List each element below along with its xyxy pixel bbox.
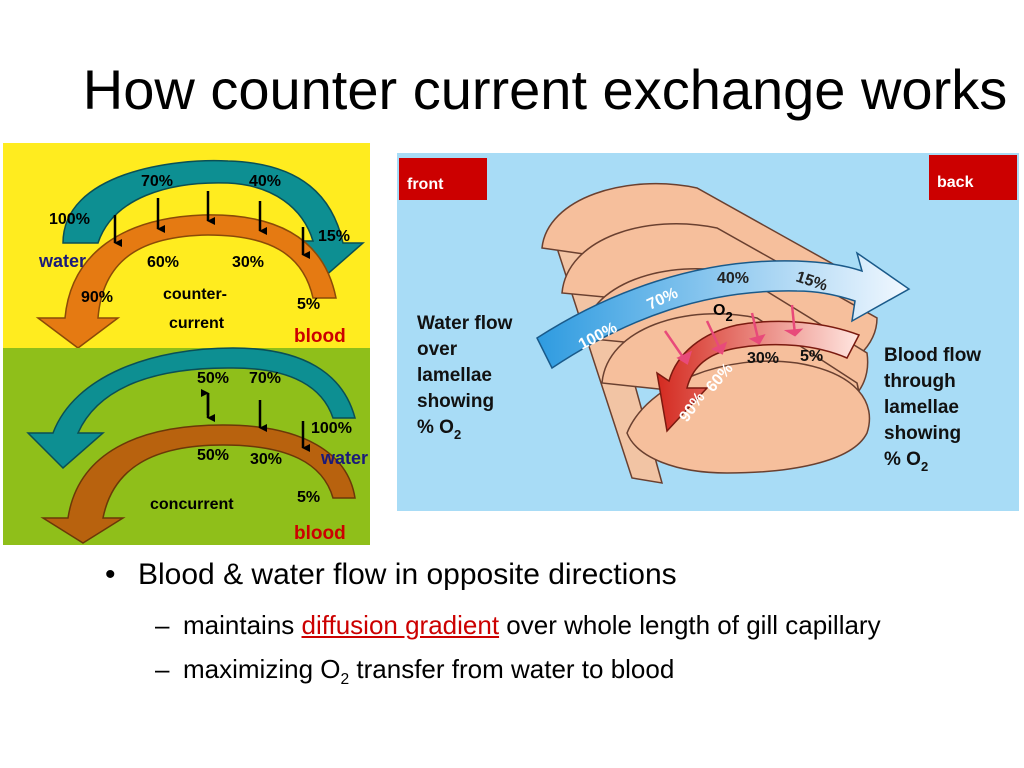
- water-pct-15: 15%: [318, 228, 350, 245]
- blood-pct-60: 60%: [147, 254, 179, 271]
- diffusion-arrows: [113, 191, 310, 259]
- water-pct-70: 70%: [141, 173, 173, 190]
- svg-text:Blood flow: Blood flow: [884, 345, 981, 366]
- water-flow-caption: Water flow over lamellae showing % O2: [417, 313, 513, 442]
- concurrent-blood-pct-30: 30%: [250, 451, 282, 468]
- water-pct-40: 40%: [717, 270, 749, 287]
- gill-lamellae-diagram: front back 100% 70% 40% 15% O2 90% 60% 3…: [397, 153, 1019, 511]
- bullet-dash: –: [155, 610, 170, 640]
- concurrent-water-label: water: [320, 448, 368, 468]
- back-label: back: [937, 174, 974, 191]
- o2-diffusion-arrows: [663, 304, 804, 365]
- exchange-comparison-diagram: 70% 40% 100% 15% water 60% 30% 90% count…: [3, 143, 370, 545]
- diffusion-gradient-link[interactable]: diffusion gradient: [301, 610, 500, 640]
- concurrent-water-pct-50: 50%: [197, 370, 229, 387]
- bullet-list: •Blood & water flow in opposite directio…: [105, 556, 1005, 707]
- blood-arrow: [35, 214, 337, 349]
- blood-pct-30: 30%: [747, 350, 779, 367]
- concurrent-blood-label: blood: [294, 523, 346, 544]
- concurrent-blood-pct-5: 5%: [297, 489, 320, 506]
- water-pct-100: 100%: [49, 211, 90, 228]
- front-label: front: [407, 176, 444, 193]
- concurrent-label: concurrent: [150, 496, 234, 513]
- water-pct-40: 40%: [249, 173, 281, 190]
- svg-text:showing: showing: [417, 391, 494, 412]
- svg-text:showing: showing: [884, 423, 961, 444]
- bullet-sub-1: –maintains diffusion gradient over whole…: [155, 610, 881, 640]
- water-flow-arrow: [536, 251, 911, 370]
- bullet-dot: •: [105, 558, 116, 591]
- bullet-main: •Blood & water flow in opposite directio…: [105, 556, 1005, 594]
- svg-text:over: over: [417, 339, 458, 360]
- bullet-dash: –: [155, 654, 170, 684]
- water-arrow: [62, 159, 365, 279]
- blood-flow-caption: Blood flow through lamellae showing % O2: [884, 345, 981, 474]
- counter-current-label-1: counter-: [163, 286, 227, 303]
- concurrent-water-pct-100: 100%: [311, 420, 352, 437]
- concurrent-diffusion-arrows: [201, 389, 310, 452]
- svg-text:through: through: [884, 371, 956, 392]
- concurrent-water-pct-70: 70%: [249, 370, 281, 387]
- blood-label: blood: [294, 326, 346, 347]
- water-label: water: [38, 251, 86, 271]
- svg-text:% O2: % O2: [884, 449, 928, 474]
- svg-text:Water flow: Water flow: [417, 313, 513, 334]
- blood-pct-5: 5%: [800, 348, 823, 365]
- front-tag: [399, 158, 487, 200]
- svg-text:lamellae: lamellae: [417, 365, 492, 386]
- concurrent-blood-arrow: [40, 424, 356, 544]
- blood-pct-30: 30%: [232, 254, 264, 271]
- concurrent-blood-pct-50: 50%: [197, 447, 229, 464]
- svg-text:% O2: % O2: [417, 417, 461, 442]
- blood-flow-arrow: [655, 320, 861, 433]
- concurrent-water-arrow: [26, 347, 356, 470]
- o2-label: O2: [713, 302, 733, 324]
- back-tag: [929, 155, 1017, 200]
- blood-pct-90: 90%: [81, 289, 113, 306]
- counter-current-label-2: current: [169, 315, 225, 332]
- slide-title: How counter current exchange works: [82, 58, 1008, 121]
- blood-pct-5: 5%: [297, 296, 320, 313]
- bullet-sub-2: –maximizing O2 transfer from water to bl…: [155, 654, 675, 689]
- svg-text:lamellae: lamellae: [884, 397, 959, 418]
